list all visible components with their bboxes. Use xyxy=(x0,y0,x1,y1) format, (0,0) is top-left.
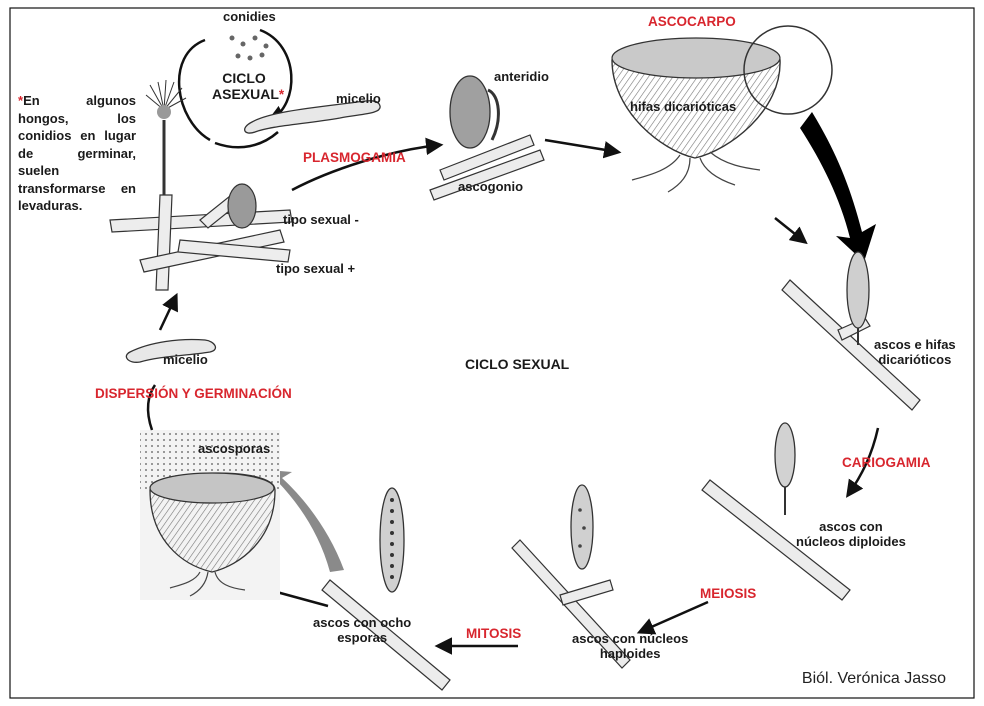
label-ascogonio: ascogonio xyxy=(458,180,523,195)
asci-dikaryotic-hyphae xyxy=(782,252,920,410)
label-ascos-haploides-line2: haploides xyxy=(572,647,688,662)
gametangium-left xyxy=(228,184,256,228)
ascocarp-top xyxy=(612,38,780,192)
label-ascos-haploides: ascos con núcleos haploides xyxy=(572,632,688,662)
label-conidies: conidies xyxy=(223,10,276,25)
label-ciclo-asexual: CICLO ASEXUAL* xyxy=(212,70,276,103)
label-mitosis: MITOSIS xyxy=(466,626,521,642)
zoom-arrow xyxy=(800,112,876,262)
asexual-cycle-arc-left xyxy=(179,40,210,140)
label-tipo-sexual-minus: tipo sexual - xyxy=(283,213,359,228)
label-ciclo-asexual-text: ASEXUAL xyxy=(212,86,279,102)
mycelium-network-left xyxy=(110,195,292,290)
label-anteridio: anteridio xyxy=(494,70,549,85)
label-hifas-dicarioticas: hifas dicarióticas xyxy=(630,100,736,115)
label-cariogamia: CARIOGAMIA xyxy=(842,455,931,471)
asexual-cycle-arc-bottom xyxy=(215,132,278,147)
label-ascocarpo: ASCOCARPO xyxy=(648,14,736,30)
label-ascos-haploides-line1: ascos con núcleos xyxy=(572,632,688,647)
asci-diploid xyxy=(702,423,850,600)
asci-eight-spores xyxy=(322,488,450,690)
author-credit: Biól. Verónica Jasso xyxy=(802,670,946,688)
label-ciclo-asexual-line1: CICLO xyxy=(212,70,276,86)
label-ascos-hifas-line1: ascos e hifas xyxy=(874,338,956,353)
side-note: *En algunos hongos, los conidios en luga… xyxy=(18,92,136,215)
label-ascos-diploides-line1: ascos con xyxy=(796,520,906,535)
meiosis-arrow xyxy=(640,602,708,632)
arrow-to-mycelium xyxy=(160,296,176,330)
note-text: En algunos hongos, los conidios en lugar… xyxy=(18,93,136,213)
label-dispersion: DISPERSIÓN Y GERMINACIÓN xyxy=(95,386,292,402)
label-meiosis: MEIOSIS xyxy=(700,586,756,602)
label-ascos-ocho: ascos con ocho esporas xyxy=(313,616,411,646)
label-tipo-sexual-plus: tipo sexual + xyxy=(276,262,355,277)
label-ascos-diploides-line2: núcleos diploides xyxy=(796,535,906,550)
arrow-to-ascocarp xyxy=(545,140,618,152)
label-asterisk: * xyxy=(279,87,284,102)
label-ascos-ocho-line2: esporas xyxy=(313,631,411,646)
label-ciclo-sexual: CICLO SEXUAL xyxy=(465,356,569,372)
conidia-spores xyxy=(230,36,269,61)
label-ciclo-asexual-line2: ASEXUAL* xyxy=(212,86,276,103)
label-ascos-hifas-line2: dicarióticos xyxy=(874,353,956,368)
label-ascos-hifas: ascos e hifas dicarióticos xyxy=(874,338,956,368)
label-micelio-top: micelio xyxy=(336,92,381,107)
label-ascos-ocho-line1: ascos con ocho xyxy=(313,616,411,631)
small-arrow-to-asci xyxy=(775,218,805,242)
label-ascosporas: ascosporas xyxy=(198,442,270,457)
label-plasmogamia: PLASMOGAMIA xyxy=(303,150,406,166)
label-micelio-bottom: micelio xyxy=(163,353,208,368)
label-ascos-diploides: ascos con núcleos diploides xyxy=(796,520,906,550)
